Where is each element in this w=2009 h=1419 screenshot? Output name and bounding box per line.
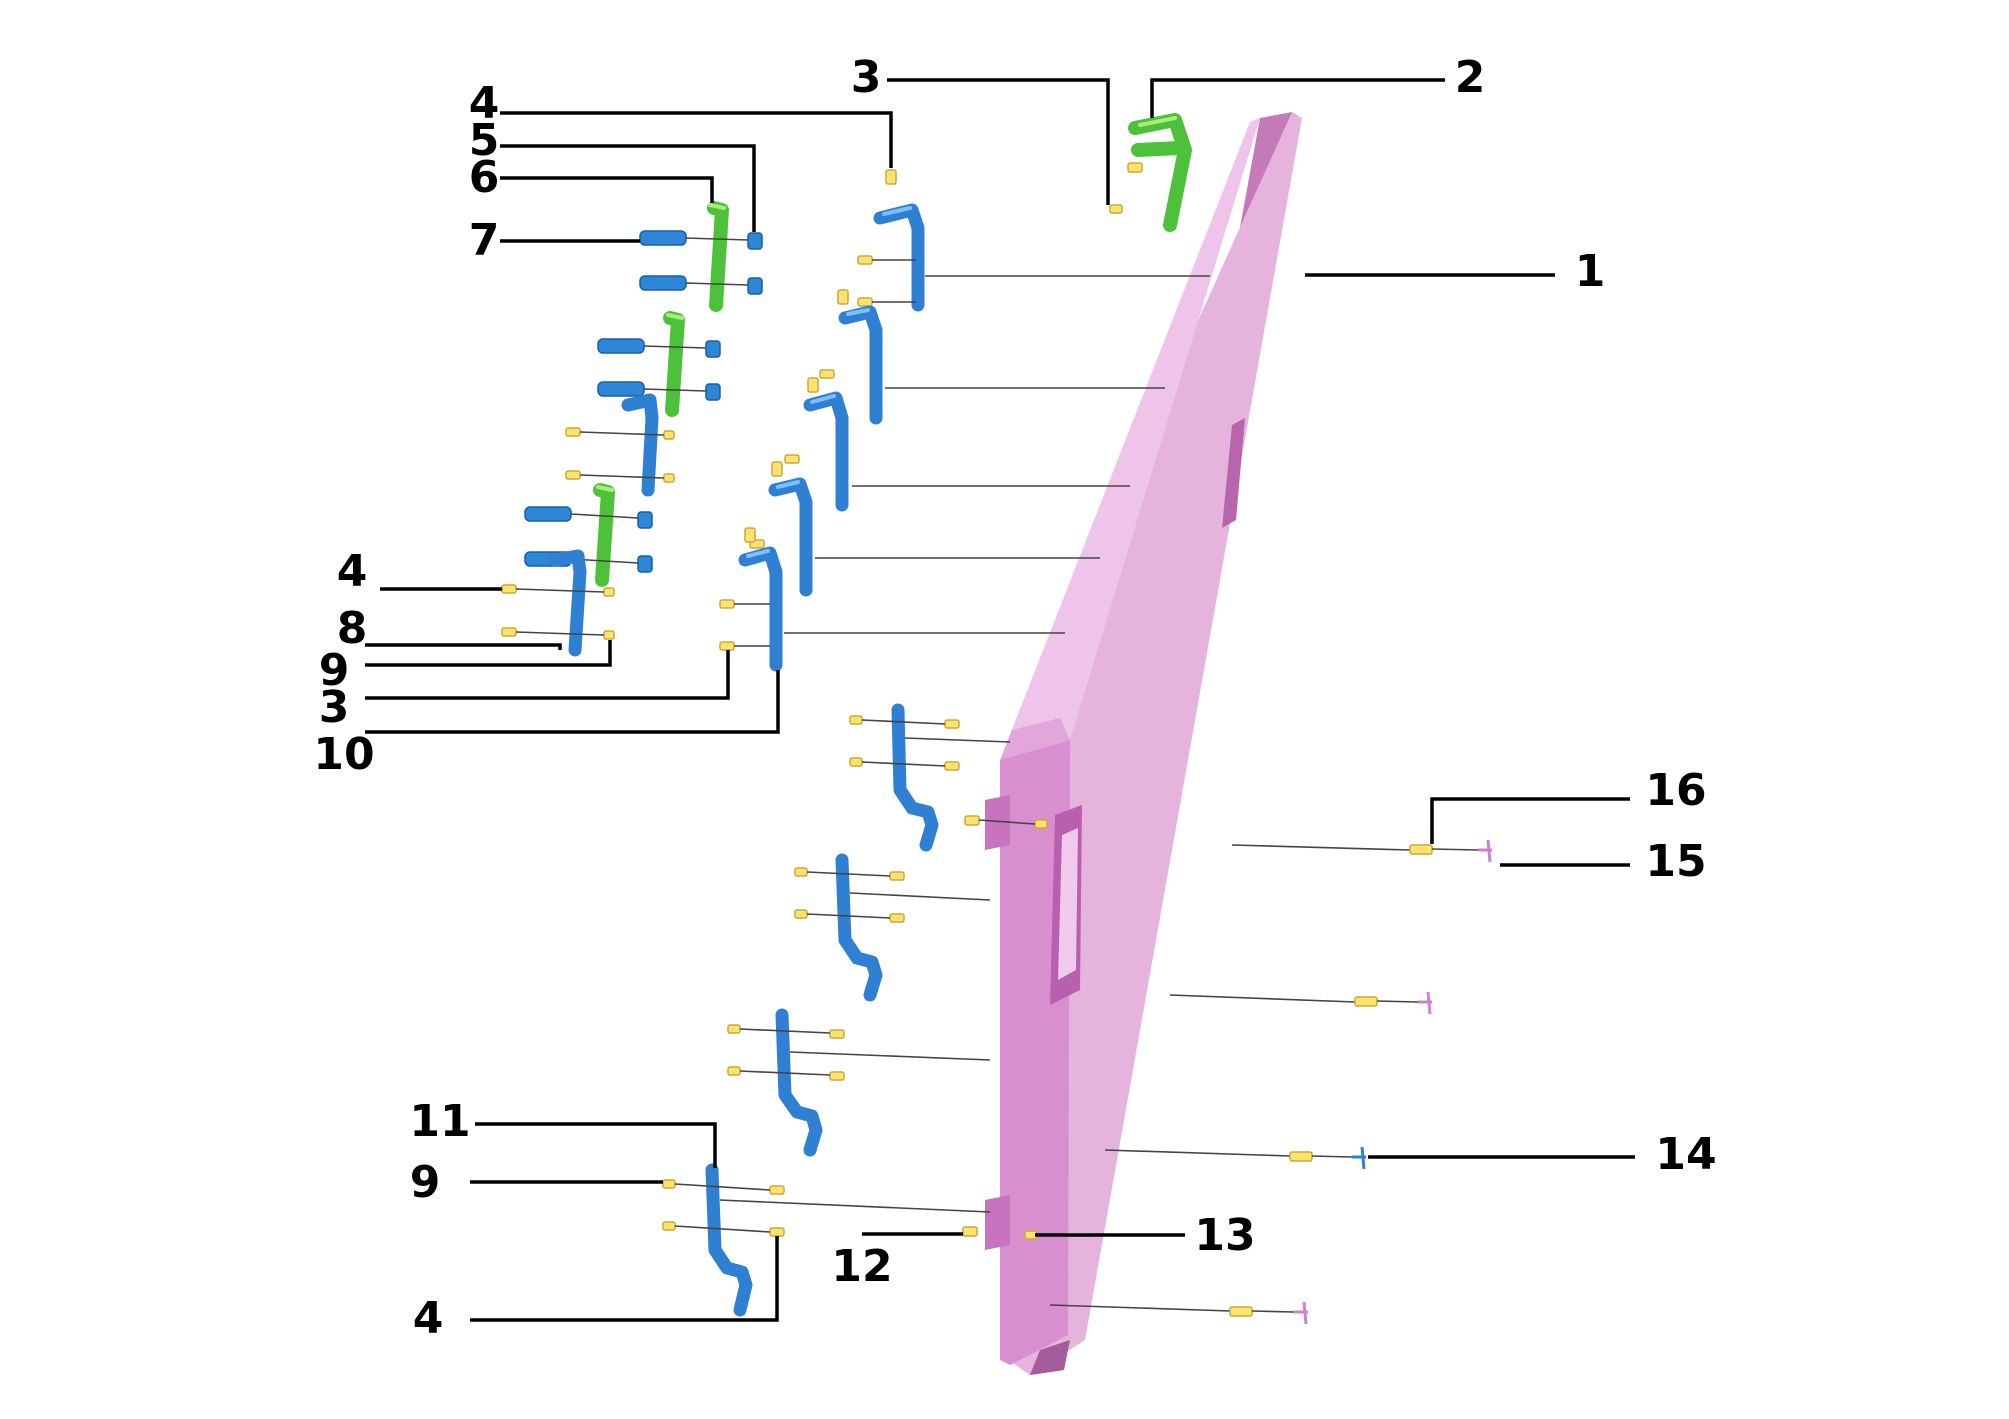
callout-7: 7 bbox=[469, 215, 500, 266]
callout-6: 6 bbox=[469, 152, 500, 203]
callout-10: 10 bbox=[313, 729, 374, 780]
callout-8: 8 bbox=[337, 603, 368, 654]
callout-16: 16 bbox=[1645, 765, 1706, 816]
callout-5: 5 bbox=[469, 115, 500, 166]
callout-15: 15 bbox=[1645, 836, 1706, 887]
green-bracket-part-2 bbox=[1109, 113, 1192, 232]
lower-bracket-stack bbox=[662, 703, 1048, 1317]
callout-4-low: 4 bbox=[413, 1293, 444, 1344]
callout-4-mid: 4 bbox=[337, 546, 368, 597]
callout-1: 1 bbox=[1575, 246, 1606, 297]
callout-3-mid: 3 bbox=[319, 682, 350, 733]
callout-14: 14 bbox=[1655, 1129, 1716, 1180]
callout-2: 2 bbox=[1455, 52, 1486, 103]
upper-bracket-stack bbox=[719, 169, 1210, 672]
right-clip-stack bbox=[1049, 839, 1492, 1325]
callout-12: 12 bbox=[831, 1241, 892, 1292]
panel-part-1 bbox=[985, 112, 1302, 1375]
callout-3-top: 3 bbox=[851, 52, 882, 103]
callout-13: 13 bbox=[1194, 1210, 1255, 1261]
left-bracket-stack bbox=[501, 201, 763, 657]
callout-4-top: 4 bbox=[469, 78, 500, 129]
callout-9-low: 9 bbox=[410, 1157, 441, 1208]
callout-leaders bbox=[365, 78, 1635, 1322]
callout-9-mid: 9 bbox=[319, 645, 350, 696]
callout-11: 11 bbox=[409, 1096, 470, 1147]
callout-labels: 1 2 3 4 5 6 7 4 8 9 3 10 16 15 14 11 9 1… bbox=[313, 52, 1716, 1344]
